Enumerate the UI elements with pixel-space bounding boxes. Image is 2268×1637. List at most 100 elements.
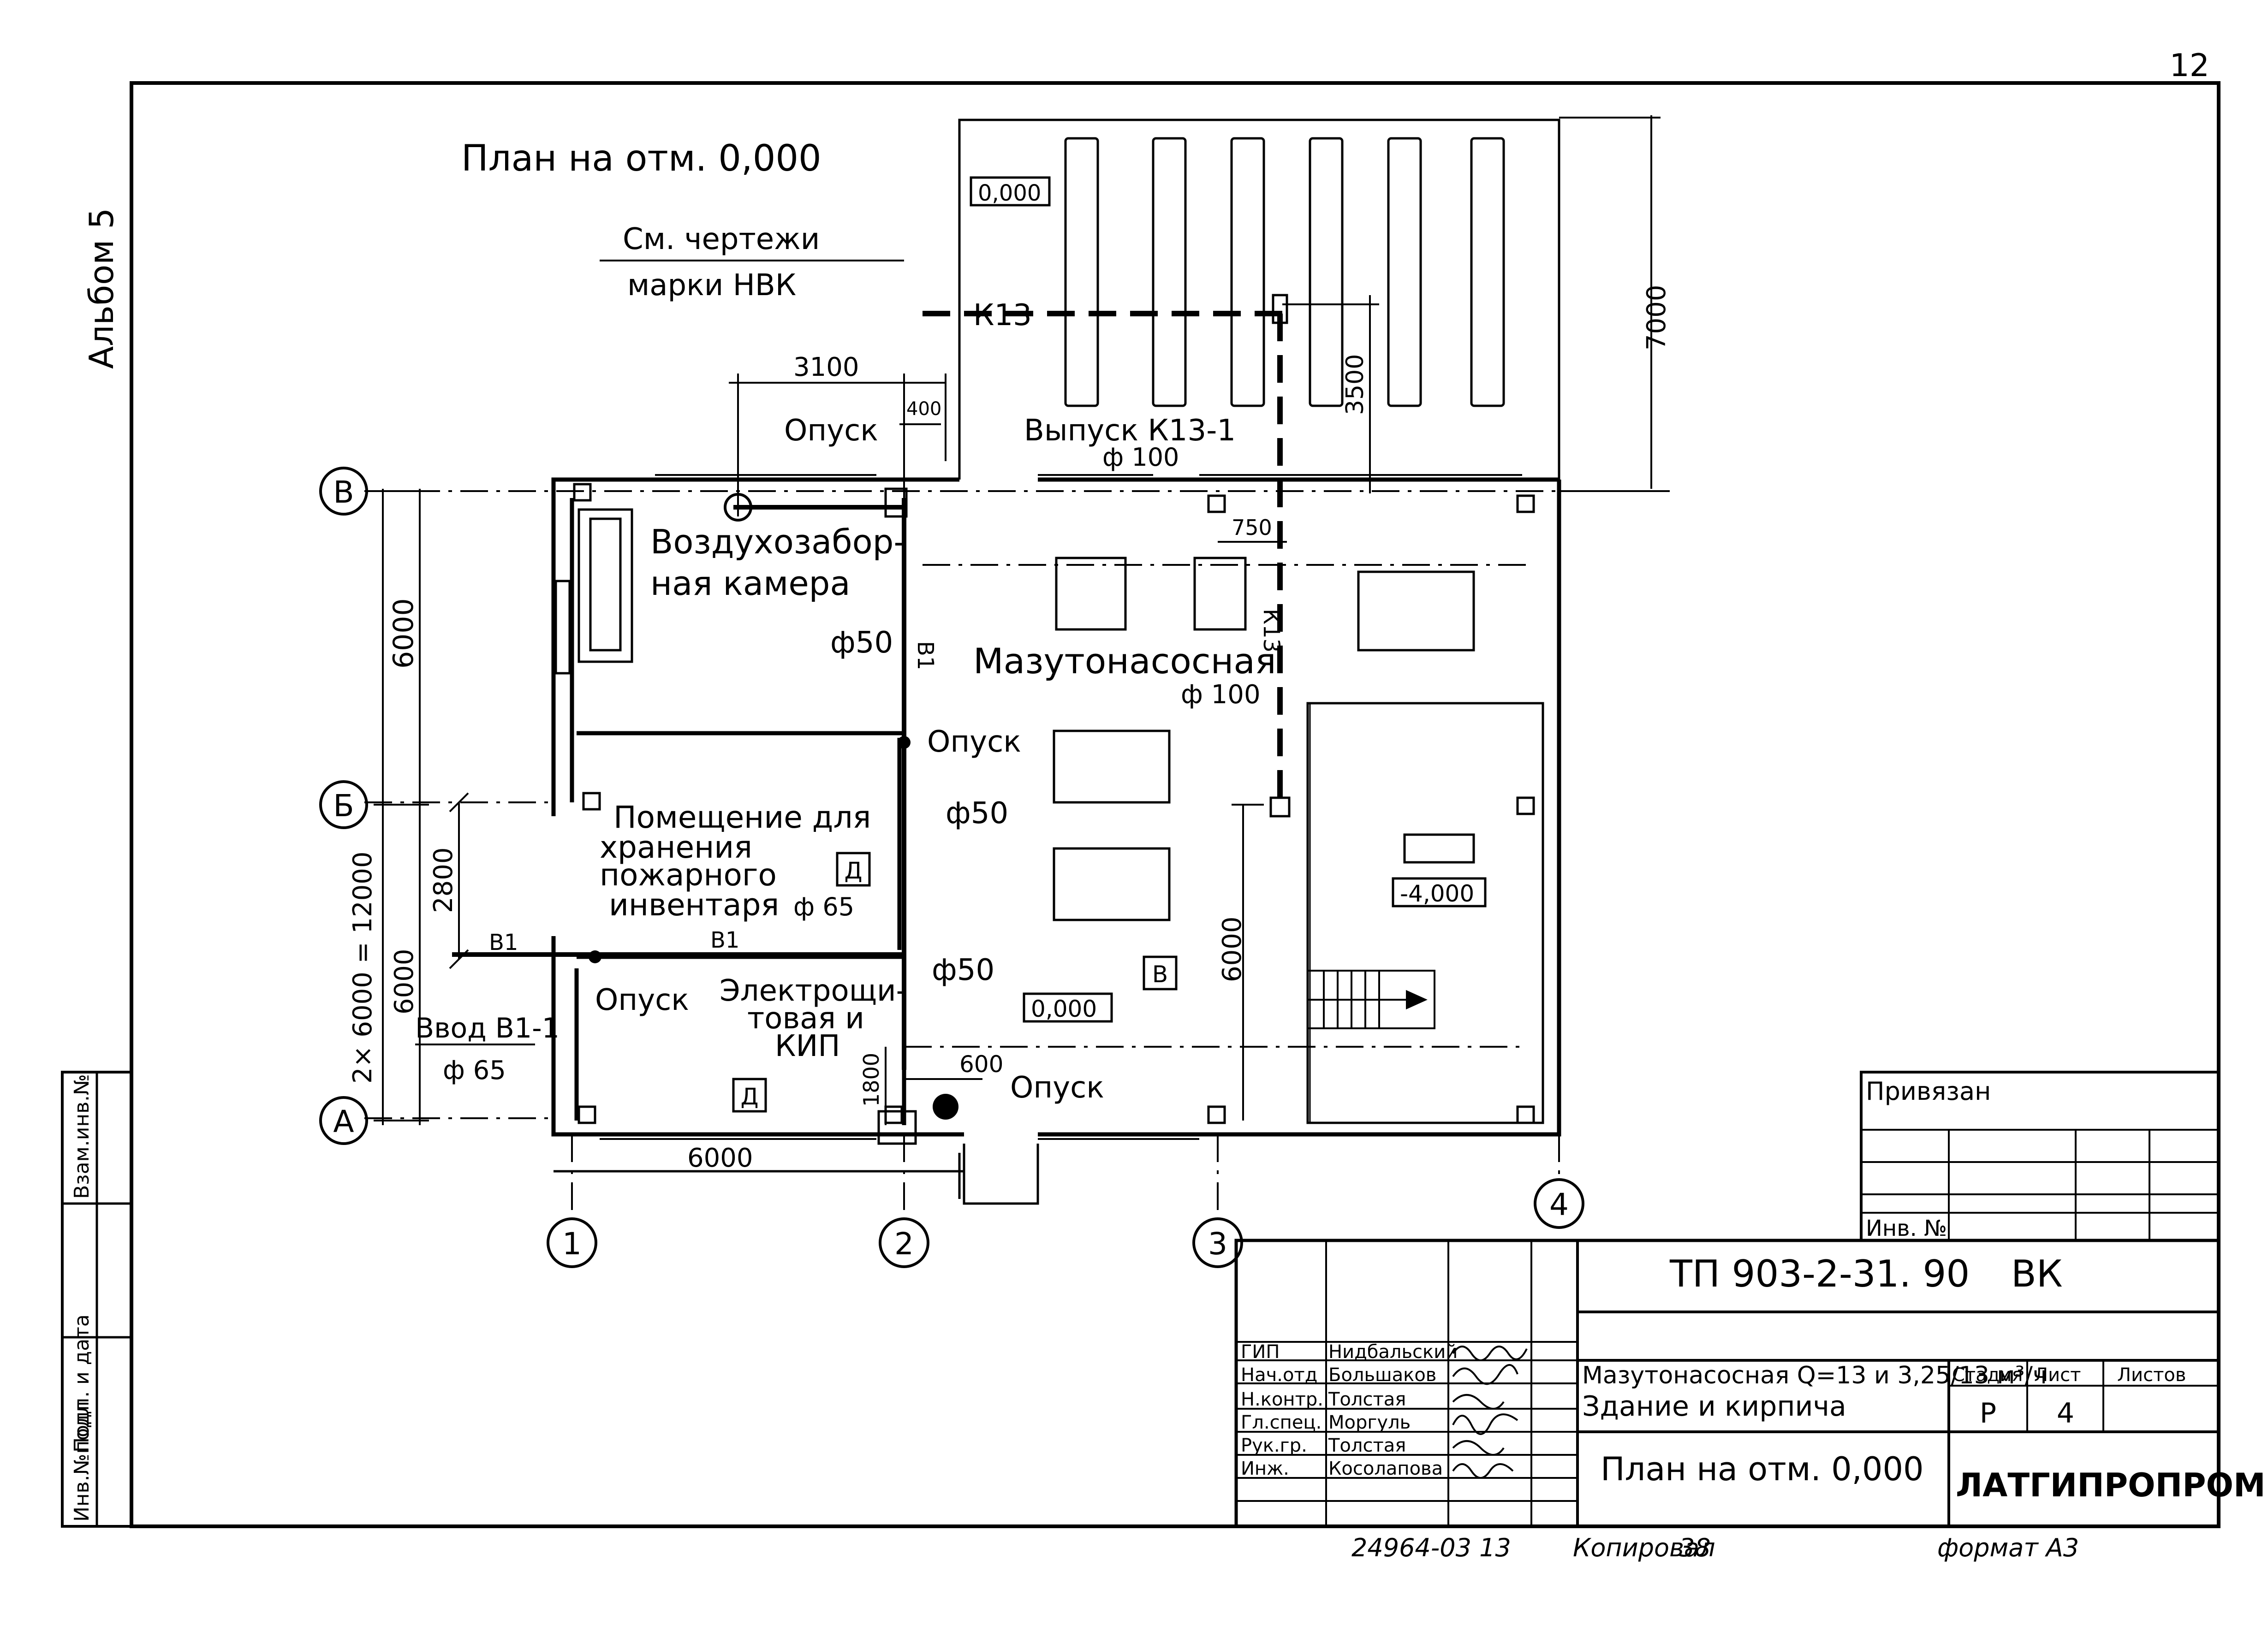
room-air-line1: Воздухозабор- xyxy=(650,522,905,561)
side-stamp-sign-date: Подп. и дата xyxy=(70,1314,94,1453)
dim-6000-bottom: 6000 xyxy=(687,1143,753,1173)
staff-name-4: Толстая xyxy=(1328,1435,1406,1456)
dim-7000: 7000 xyxy=(1642,285,1672,350)
axis-bubble-1 xyxy=(547,1217,597,1268)
title-sheets-label: Листов xyxy=(2117,1364,2186,1386)
elevation-box-minus xyxy=(1392,877,1487,907)
axis-bubbles: В Б А 1 2 3 4 xyxy=(319,467,1584,1268)
grid-axes xyxy=(364,490,1670,1217)
dim-3100: 3100 xyxy=(793,352,859,382)
dim-6000-left-top: 6000 xyxy=(387,598,420,669)
axis-bubble-b xyxy=(319,780,368,829)
room-store-line1: Помещение для xyxy=(613,800,871,835)
side-stamp-inv-orig: Инв.№подл xyxy=(70,1401,94,1522)
dim-750: 750 xyxy=(1232,515,1272,540)
axis-label-1: 1 xyxy=(562,1226,582,1262)
air-intake-riser xyxy=(724,493,752,522)
footer-copied-sign: 38 xyxy=(1679,1533,1711,1562)
room-elec-line1: Электрощи- xyxy=(720,974,907,1008)
side-stamp: Инв.№подл Подп. и дата Взам.инв.№ xyxy=(61,1071,133,1528)
room-store-line3: пожарного xyxy=(600,857,777,893)
axis-bubble-4 xyxy=(1534,1178,1584,1229)
elevation-box-top xyxy=(970,176,1051,207)
axis-label-v: В xyxy=(333,474,354,510)
axis-label-2: 2 xyxy=(894,1226,914,1262)
elevation-box-mid xyxy=(1023,992,1113,1023)
elevation-minus: -4,000 xyxy=(1400,880,1474,907)
axis-bubble-3 xyxy=(1192,1217,1243,1268)
sewer-pipe-k13 xyxy=(923,311,1287,807)
title-code: ТП 903-2-31. 90 xyxy=(1669,1252,1970,1295)
label-drop-2: Опуск xyxy=(927,725,1021,759)
label-outlet: Выпуск К13-1 xyxy=(1024,414,1236,448)
label-d100-mid: ф 100 xyxy=(1181,680,1261,710)
room-elec-line2: товая и xyxy=(747,1002,864,1036)
stair xyxy=(1307,970,1435,1029)
water-pipe-b1 xyxy=(452,498,906,1070)
elevation-top: 0,000 xyxy=(978,180,1041,206)
label-k13: К13 xyxy=(973,298,1032,332)
axis-bubble-v xyxy=(319,467,368,516)
axis-bubble-a xyxy=(319,1096,368,1145)
staff-role-2: Н.контр. xyxy=(1241,1389,1323,1410)
category-v: В xyxy=(1152,961,1168,988)
footer-copied: Копировал xyxy=(1573,1533,1715,1562)
footer: 24964-03 13 Копировал 38 формат А3 xyxy=(1351,1533,2079,1562)
dim-2800: 2800 xyxy=(429,847,458,913)
dim-2x6000: 2× 6000 = 12000 xyxy=(348,851,378,1084)
staff-role-3: Гл.спец. xyxy=(1241,1412,1322,1433)
room-pump: Мазутонасосная xyxy=(973,641,1276,682)
title-stage-label: Стадия xyxy=(1952,1364,2023,1386)
room-store-line4: инвентаря xyxy=(609,887,779,923)
dim-6000-right: 6000 xyxy=(1217,916,1247,982)
elevation-mid: 0,000 xyxy=(1031,996,1097,1022)
binding-title: Привязан xyxy=(1866,1077,1991,1106)
sheet-frame xyxy=(130,81,2220,1528)
pump-equipment xyxy=(1053,557,1544,1124)
label-k13-vertical: К13 xyxy=(1258,609,1284,652)
staff-role-0: ГИП xyxy=(1241,1341,1280,1363)
label-drop-3: Опуск xyxy=(595,983,689,1017)
room-elec-line3: КИП xyxy=(775,1029,840,1063)
staff-name-3: Моргуль xyxy=(1328,1412,1411,1433)
label-d100-top: ф 100 xyxy=(1102,443,1179,472)
category-d1: Д xyxy=(844,857,862,884)
signatures xyxy=(1452,1346,1528,1479)
dim-6000-left-bottom: 6000 xyxy=(389,949,419,1014)
label-d65-a: ф 65 xyxy=(793,892,854,921)
title-block: ТП 903-2-31. 90 ВК Мазутонасосная Q=13 и… xyxy=(1234,1239,2266,1528)
title-mark: ВК xyxy=(2011,1252,2063,1295)
staff-role-1: Нач.отд xyxy=(1241,1364,1317,1386)
title-organization: ЛАТГИПРОПРОМ xyxy=(1956,1466,2266,1504)
building-columns xyxy=(573,483,1535,1145)
page-number: 12 xyxy=(2169,47,2209,84)
staff-role-5: Инж. xyxy=(1241,1458,1289,1479)
air-intake-unit xyxy=(554,508,633,675)
axis-label-a: А xyxy=(333,1104,354,1139)
label-drop-1: Опуск xyxy=(784,414,878,448)
title-sheet-value: 4 xyxy=(2057,1397,2074,1429)
axis-bubble-2 xyxy=(879,1217,929,1268)
title-sheet-label: Лист xyxy=(2034,1364,2081,1386)
note-line1: См. чертежи xyxy=(623,222,820,256)
label-b1-vertical: В1 xyxy=(912,641,938,670)
dimension-values: 3100 400 3500 7000 750 6000 2× 6000 = 12… xyxy=(348,285,1672,1173)
binding-block: Привязан Инв. № xyxy=(1860,1071,2220,1242)
dim-3500: 3500 xyxy=(1341,354,1369,415)
dim-600: 600 xyxy=(959,1051,1003,1078)
plan-title: План на отм. 0,000 xyxy=(461,138,821,179)
footer-archive: 24964-03 13 xyxy=(1351,1533,1511,1562)
label-d50-c: ф50 xyxy=(932,953,994,987)
staff-role-4: Рук.гр. xyxy=(1241,1435,1307,1456)
label-b1-left: В1 xyxy=(489,930,518,955)
label-d65-b: ф 65 xyxy=(443,1056,506,1085)
staff-name-5: Косолапова xyxy=(1328,1458,1443,1479)
room-store-line2: хранения xyxy=(600,830,752,865)
staff-name-0: Нидбальский xyxy=(1328,1341,1458,1363)
label-d50-a: ф50 xyxy=(830,626,893,660)
label-drop-4: Опуск xyxy=(1010,1071,1104,1105)
title-sheet-title: План на отм. 0,000 xyxy=(1601,1450,1924,1488)
axis-label-3: 3 xyxy=(1208,1226,1227,1262)
dim-400: 400 xyxy=(906,398,941,420)
staff-name-1: Большаков xyxy=(1328,1364,1436,1386)
